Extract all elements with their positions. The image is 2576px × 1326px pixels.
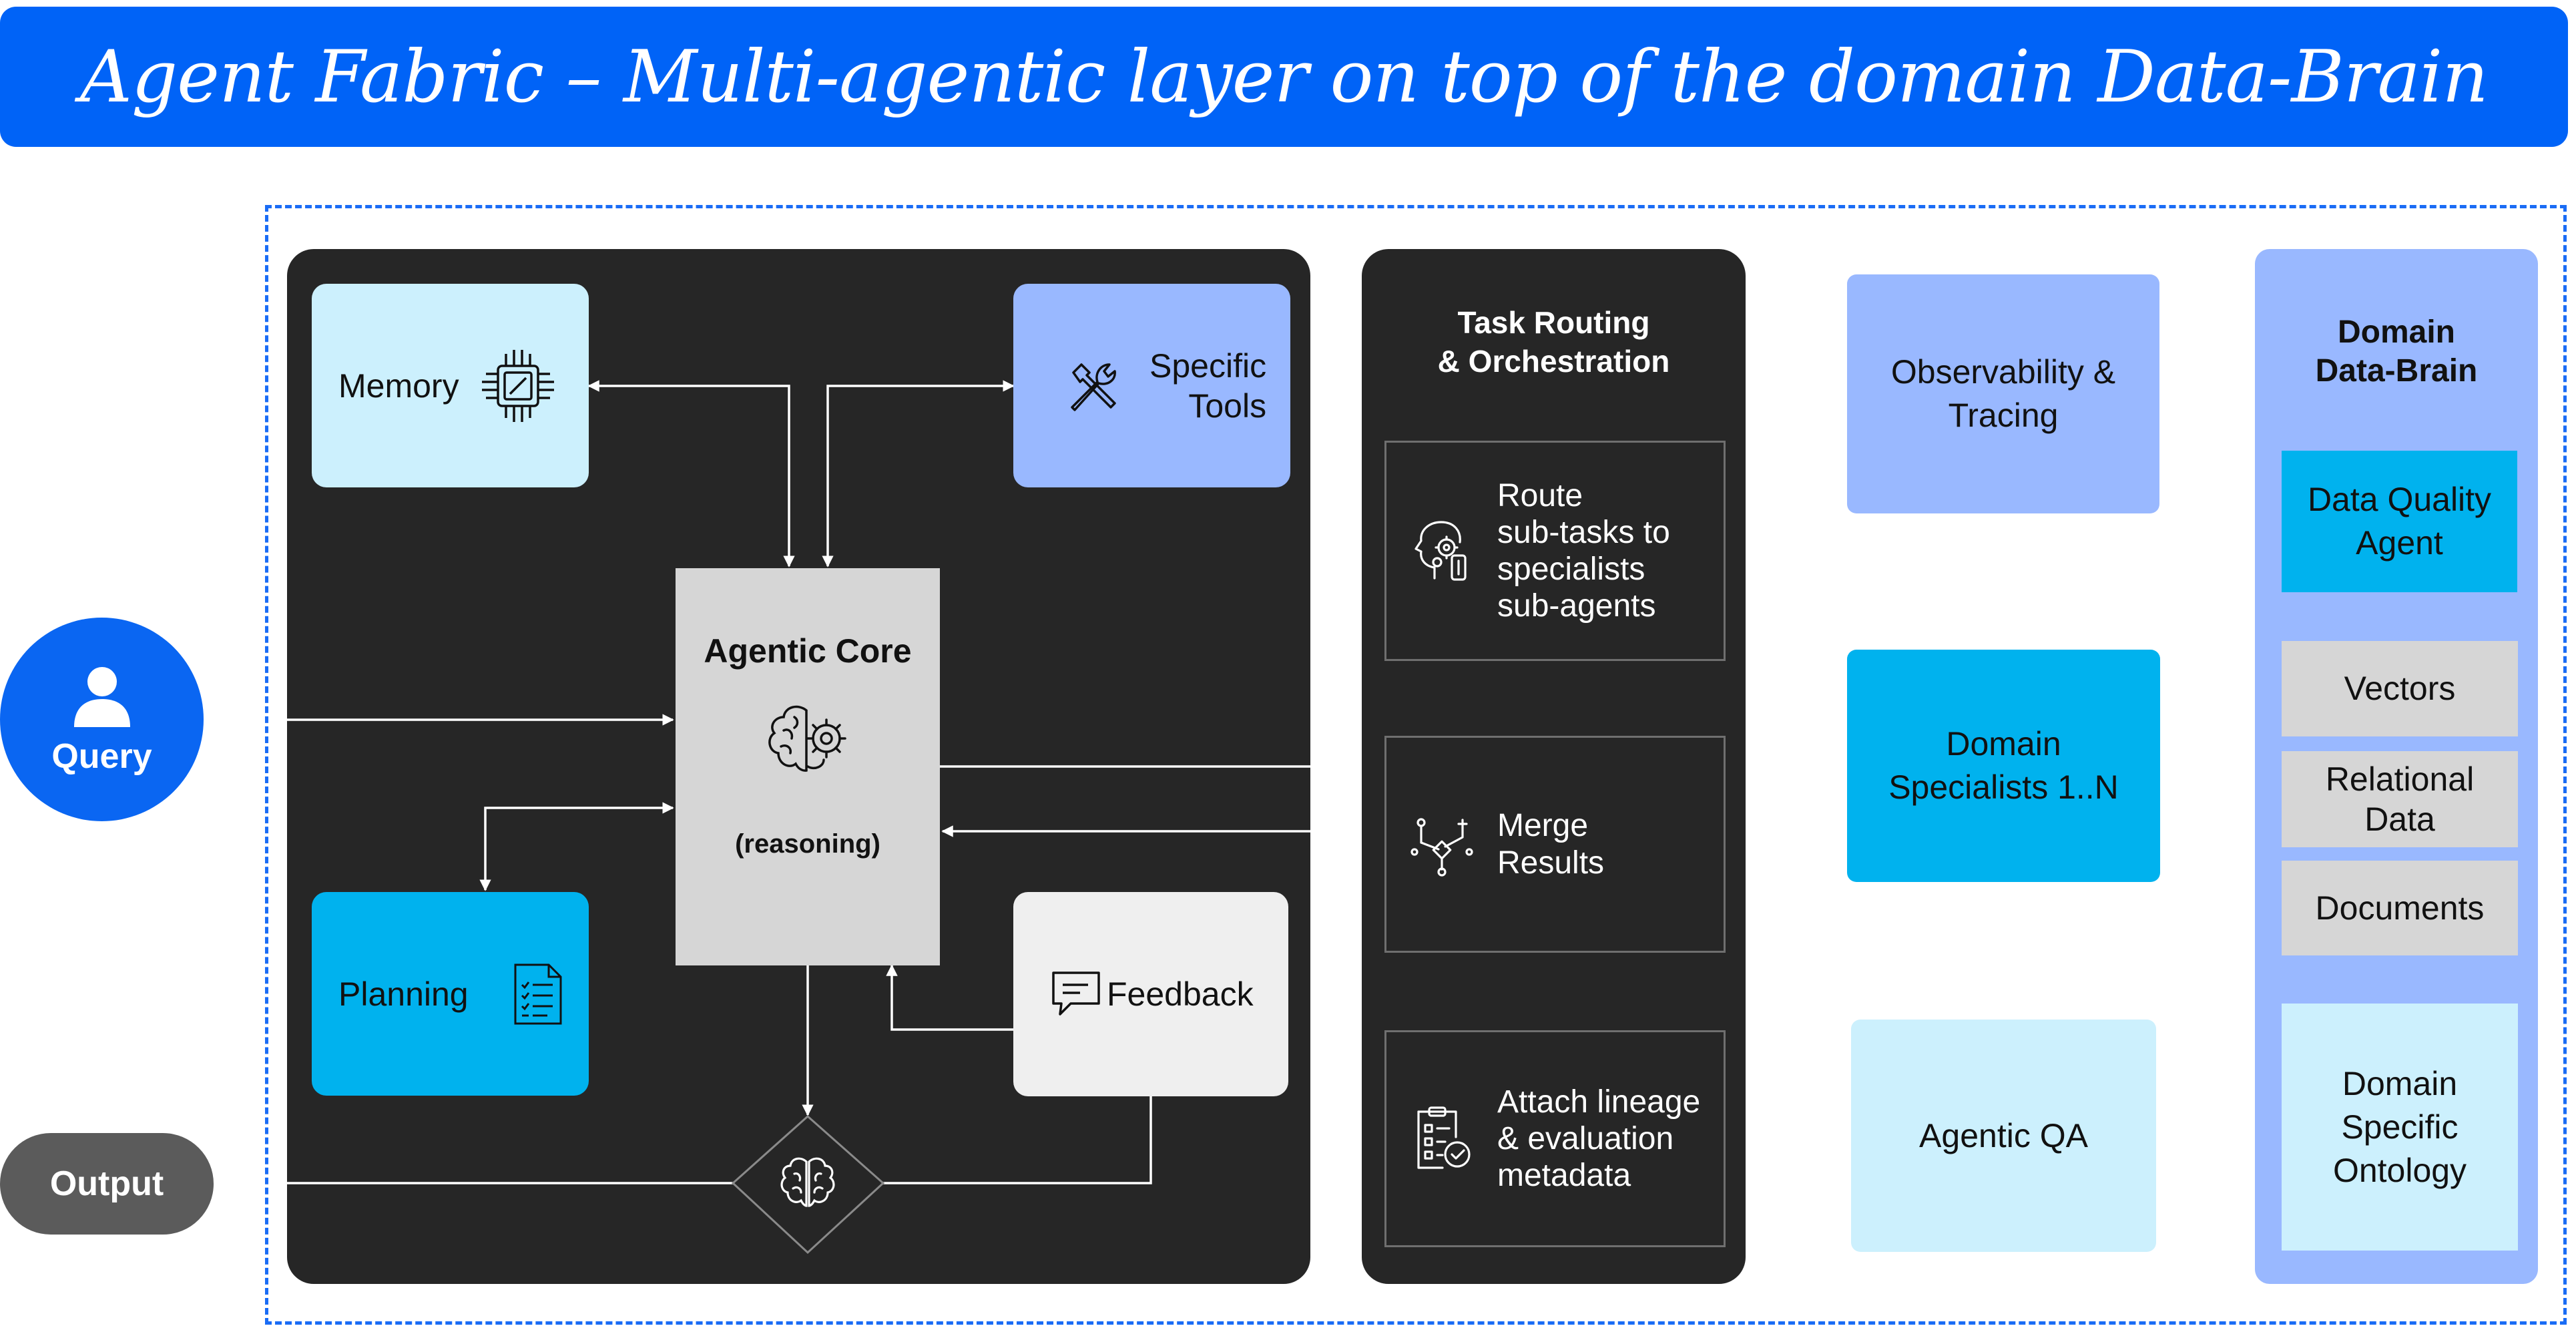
brain-icon xyxy=(780,1157,835,1207)
agentic-core-subtitle: (reasoning) xyxy=(735,829,880,859)
routing-title-line2: & Orchestration xyxy=(1437,343,1670,379)
specific-tools-box: Specific Tools xyxy=(1013,284,1290,487)
relational-line1: Relational xyxy=(2325,760,2475,798)
memory-box: Memory xyxy=(312,284,589,487)
documents-label: Documents xyxy=(2315,889,2485,927)
ontology-line1: Domain xyxy=(2342,1064,2458,1102)
merge-icon xyxy=(1410,817,1473,877)
page-title: Agent Fabric – Multi-agentic layer on to… xyxy=(80,35,2489,119)
head-gears-icon xyxy=(1414,521,1467,581)
feedback-box: Feedback xyxy=(1013,892,1288,1096)
observability-line2: Tracing xyxy=(1948,397,2059,434)
route-line-2: sub-tasks to xyxy=(1497,514,1670,550)
vectors-box: Vectors xyxy=(2282,641,2518,736)
agentic-qa-label: Agentic QA xyxy=(1919,1116,2088,1154)
brain-gear-icon xyxy=(768,705,846,772)
route-line-4: sub-agents xyxy=(1497,588,1656,624)
data-brain-title-line1: Domain xyxy=(2337,314,2455,350)
documents-box: Documents xyxy=(2282,861,2518,955)
specialists-line2: Specialists 1..N xyxy=(1888,768,2119,806)
user-icon xyxy=(73,666,130,727)
routing-title-line1: Task Routing xyxy=(1457,305,1650,340)
relational-line2: Data xyxy=(2364,801,2435,838)
route-line-3: specialists xyxy=(1497,551,1645,587)
query-label: Query xyxy=(51,736,152,776)
merge-line-1: Merge xyxy=(1497,808,1589,844)
attach-lineage-box: Attach lineage & evaluation metadata xyxy=(1384,1030,1726,1247)
memory-label: Memory xyxy=(338,367,459,405)
observability-line1: Observability & xyxy=(1890,353,2116,391)
planning-box: Planning xyxy=(312,892,589,1096)
merge-line-2: Results xyxy=(1497,845,1605,881)
clipboard-check-icon xyxy=(1417,1106,1471,1169)
agentic-core-box: Agentic Core (reasoning) xyxy=(676,568,940,965)
relational-data-box: Relational Data xyxy=(2282,751,2518,847)
data-brain-title-line2: Data-Brain xyxy=(2315,353,2478,389)
ontology-box: Domain Specific Ontology xyxy=(2282,1004,2518,1251)
agentic-core-title: Agentic Core xyxy=(704,632,912,670)
agentic-qa-box: Agentic QA xyxy=(1851,1020,2156,1252)
specialists-line1: Domain xyxy=(1946,725,2061,762)
vectors-label: Vectors xyxy=(2344,670,2456,707)
chat-icon xyxy=(1052,971,1100,1016)
route-subtasks-box: Route sub-tasks to specialists sub-agent… xyxy=(1384,441,1726,661)
checklist-icon xyxy=(514,963,562,1024)
tools-label-line2: Tools xyxy=(1188,387,1267,425)
route-line-1: Route xyxy=(1497,477,1583,513)
agent-fabric-frame xyxy=(265,205,2567,1325)
dq-line1: Data Quality xyxy=(2307,481,2492,518)
title-bar: Agent Fabric – Multi-agentic layer on to… xyxy=(0,7,2568,147)
lineage-line-2: & evaluation xyxy=(1497,1120,1674,1156)
domain-specialists-box: Domain Specialists 1..N xyxy=(1847,650,2160,882)
lineage-line-1: Attach lineage xyxy=(1497,1084,1701,1120)
ontology-line2: Specific xyxy=(2341,1108,2459,1146)
chip-icon xyxy=(481,349,554,422)
data-quality-agent-box: Data Quality Agent xyxy=(2282,451,2517,592)
output-label: Output xyxy=(49,1164,164,1203)
dq-line2: Agent xyxy=(2356,524,2443,562)
merge-results-box: Merge Results xyxy=(1384,736,1726,953)
planning-label: Planning xyxy=(338,975,469,1013)
lineage-line-3: metadata xyxy=(1497,1158,1631,1194)
query-node: Query xyxy=(0,618,204,821)
tools-label-line1: Specific xyxy=(1149,347,1267,385)
ontology-line3: Ontology xyxy=(2332,1151,2467,1189)
observability-box: Observability & Tracing xyxy=(1847,274,2159,513)
tools-icon xyxy=(1071,363,1116,411)
output-node: Output xyxy=(0,1133,214,1235)
feedback-label: Feedback xyxy=(1107,975,1254,1013)
